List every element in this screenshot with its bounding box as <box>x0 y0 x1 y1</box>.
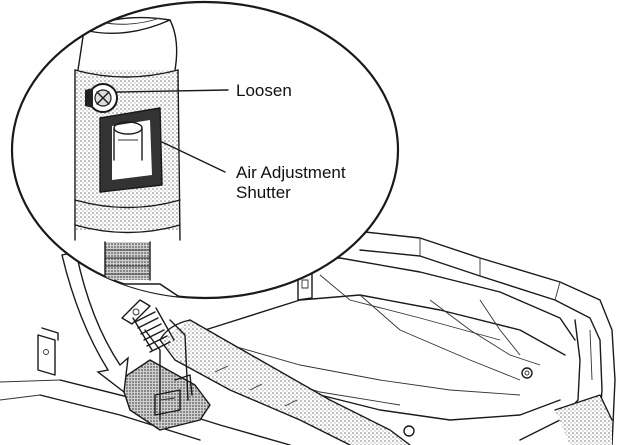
loosen-screw <box>85 83 118 113</box>
air-shutter-label-line2: Shutter <box>236 183 291 202</box>
valve-assembly <box>119 299 211 431</box>
loosen-label: Loosen <box>236 81 292 100</box>
spring-coil <box>132 307 175 353</box>
pointer-arrow <box>61 251 129 394</box>
air-shutter-leader <box>161 141 226 173</box>
inset-magnified-view: Loosen Air Adjustment Shutter <box>10 0 400 300</box>
loosen-leader <box>116 89 229 93</box>
air-shutter-label-line1: Air Adjustment <box>236 163 346 182</box>
hex-nut <box>80 283 180 298</box>
burner-tube <box>159 319 613 445</box>
